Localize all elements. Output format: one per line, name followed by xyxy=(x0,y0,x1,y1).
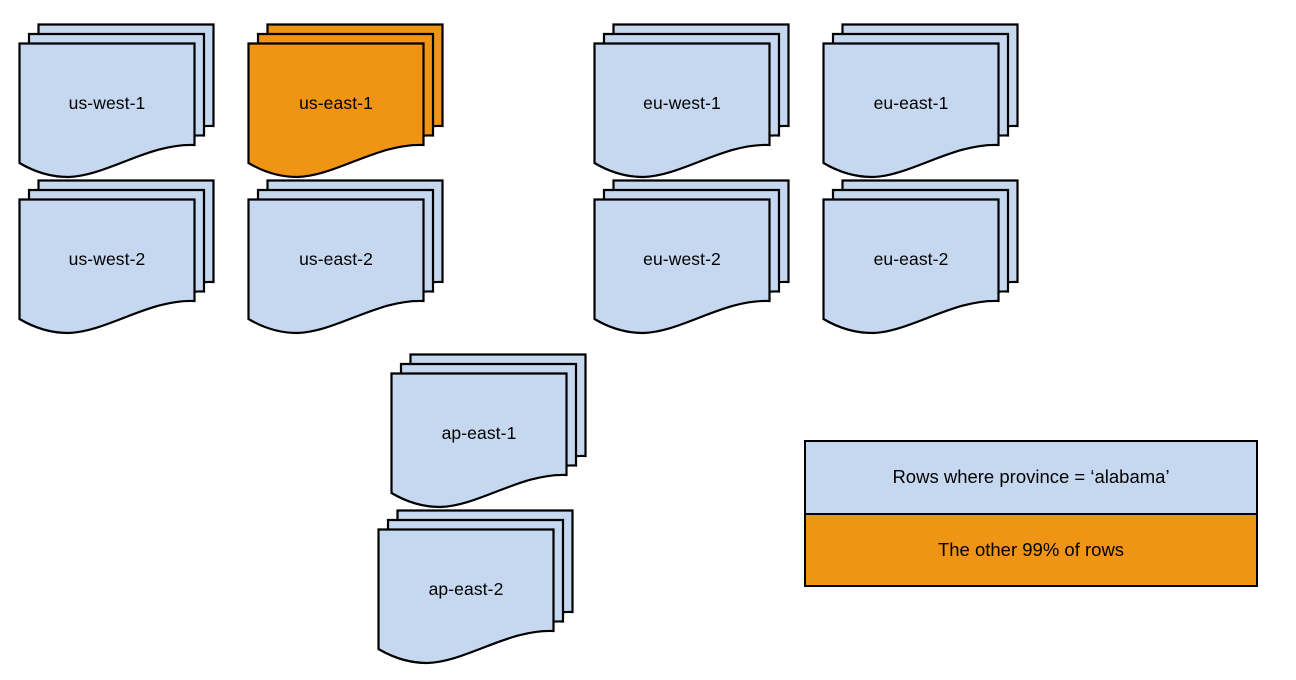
shard-stack-us-east-1[interactable]: us-east-1 xyxy=(247,17,463,183)
shard-stack-ap-east-2[interactable]: ap-east-2 xyxy=(377,503,593,669)
legend-row-alabama: Rows where province = ‘alabama’ xyxy=(806,442,1256,515)
document-stack-icon xyxy=(247,179,444,335)
document-stack-icon xyxy=(593,23,790,179)
legend-label-alabama: Rows where province = ‘alabama’ xyxy=(892,466,1170,488)
shard-stack-us-west-1[interactable]: us-west-1 xyxy=(18,17,234,183)
color-legend: Rows where province = ‘alabama’ The othe… xyxy=(804,440,1258,587)
shard-stack-ap-east-1[interactable]: ap-east-1 xyxy=(390,347,606,513)
document-stack-icon xyxy=(593,179,790,335)
shard-stack-eu-west-2[interactable]: eu-west-2 xyxy=(593,173,809,339)
shard-stack-us-west-2[interactable]: us-west-2 xyxy=(18,173,234,339)
document-stack-icon xyxy=(822,23,1019,179)
document-stack-icon xyxy=(247,23,444,179)
document-stack-icon xyxy=(390,353,587,509)
document-stack-icon xyxy=(822,179,1019,335)
shard-stack-eu-west-1[interactable]: eu-west-1 xyxy=(593,17,809,183)
document-stack-icon xyxy=(18,23,215,179)
shard-stack-us-east-2[interactable]: us-east-2 xyxy=(247,173,463,339)
shard-stack-eu-east-1[interactable]: eu-east-1 xyxy=(822,17,1038,183)
legend-label-other: The other 99% of rows xyxy=(937,538,1125,560)
document-stack-icon xyxy=(377,509,574,665)
document-stack-icon xyxy=(18,179,215,335)
shard-stack-eu-east-2[interactable]: eu-east-2 xyxy=(822,173,1038,339)
legend-row-other: The other 99% of rows xyxy=(806,514,1256,585)
